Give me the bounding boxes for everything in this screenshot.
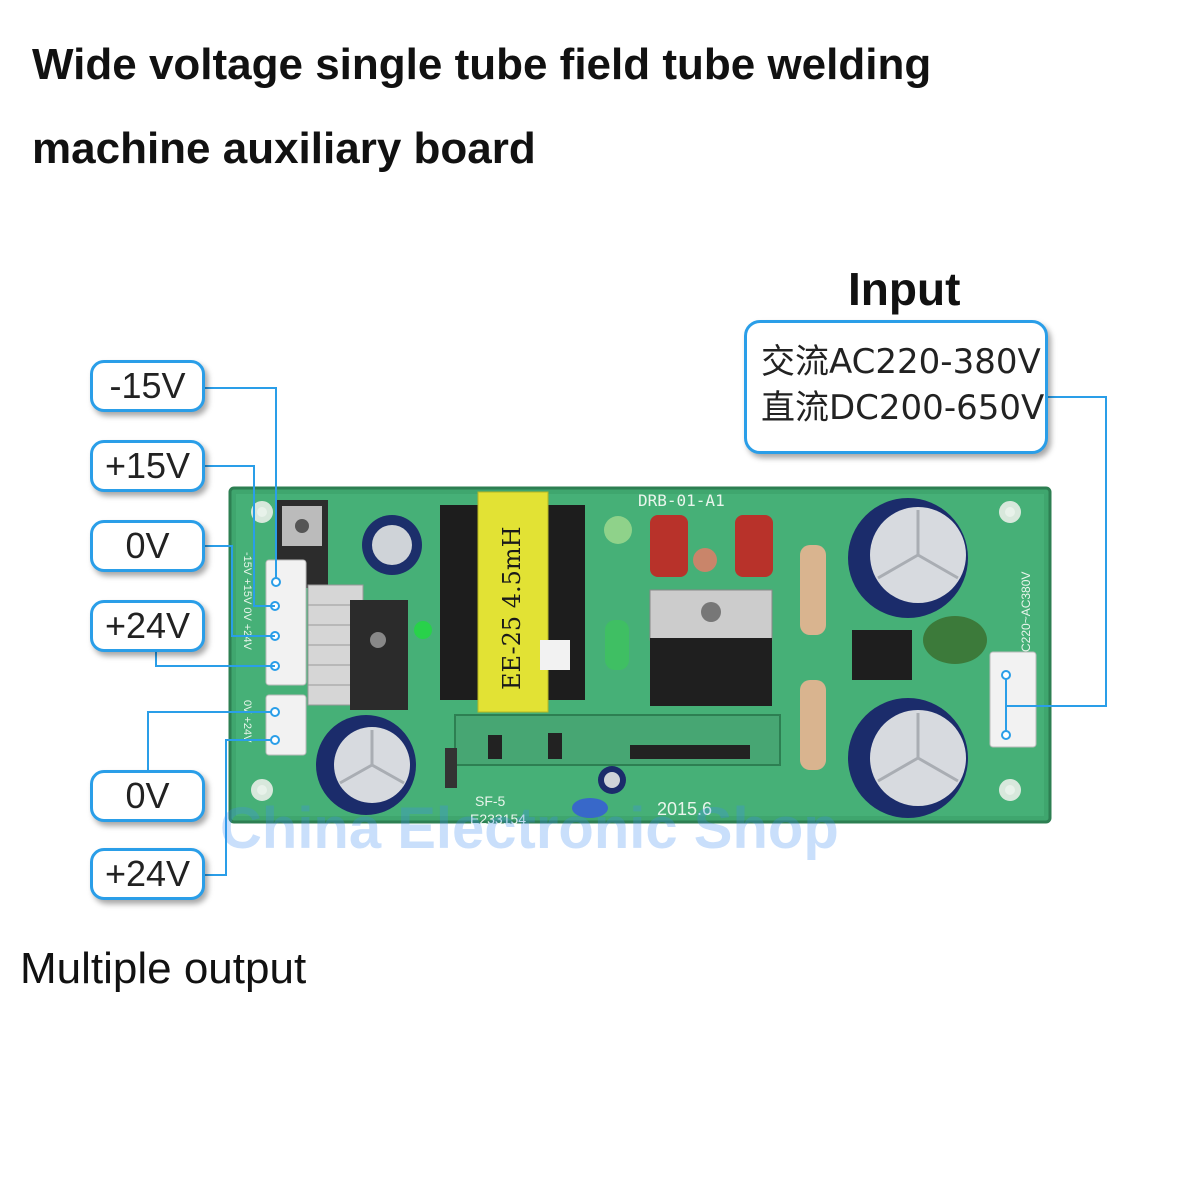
led-icon bbox=[414, 621, 432, 639]
board-pin-labels-2: 0V +24V bbox=[241, 700, 253, 743]
film-capacitor bbox=[735, 515, 773, 577]
mosfet bbox=[649, 589, 773, 706]
board-part-label: SF-5 bbox=[475, 793, 506, 809]
resistor bbox=[800, 680, 826, 770]
green-inductor bbox=[604, 516, 632, 544]
board-date-label: 2015.6 bbox=[657, 799, 712, 819]
diode bbox=[445, 748, 457, 788]
output-label-plus15v: +15V bbox=[90, 440, 205, 492]
ceramic-capacitor bbox=[693, 548, 717, 572]
output-label-plus24v: +24V bbox=[90, 600, 205, 652]
pin-dot-icon bbox=[1001, 670, 1011, 680]
bridge-rectifier bbox=[852, 630, 912, 680]
mount-hole-icon bbox=[251, 501, 273, 523]
mount-hole-icon bbox=[999, 501, 1021, 523]
mount-hole-icon bbox=[999, 779, 1021, 801]
resistor bbox=[800, 545, 826, 635]
board-model-label: DRB-01-A1 bbox=[638, 491, 725, 510]
pin-dot-icon bbox=[270, 707, 280, 717]
output-label-0v-lower: 0V bbox=[90, 770, 205, 822]
pin-dot-icon bbox=[271, 577, 281, 587]
transformer: EE-25 4.5mH bbox=[440, 491, 585, 713]
big-capacitor-top bbox=[848, 498, 968, 618]
pin-dot-icon bbox=[1001, 730, 1011, 740]
varistor bbox=[923, 616, 987, 664]
input-dc-spec: 直流DC200-650V bbox=[761, 388, 1045, 428]
big-capacitor-left bbox=[316, 715, 416, 815]
board-input-label: AC220~AC380V bbox=[1019, 572, 1033, 660]
film-capacitor bbox=[650, 515, 688, 577]
title-line-1: Wide voltage single tube field tube weld… bbox=[32, 40, 932, 89]
title-line-2: machine auxiliary board bbox=[32, 124, 536, 173]
output-label-minus15v: -15V bbox=[90, 360, 205, 412]
green-resistor bbox=[605, 620, 629, 670]
input-heading: Input bbox=[848, 263, 961, 315]
output-connector-lower bbox=[265, 694, 307, 756]
small-capacitor bbox=[362, 515, 422, 575]
heatsink bbox=[307, 584, 408, 710]
input-connector bbox=[989, 651, 1037, 748]
output-label-plus24v-lower: +24V bbox=[90, 848, 205, 900]
mount-hole-icon bbox=[251, 779, 273, 801]
input-spec-box: 交流AC220-380V 直流DC200-650V bbox=[744, 320, 1048, 454]
pin-dot-icon bbox=[270, 735, 280, 745]
board-cert-label: E233154 bbox=[470, 811, 526, 827]
output-label-0v: 0V bbox=[90, 520, 205, 572]
board-pin-labels: -15V +15V 0V +24V bbox=[241, 552, 253, 651]
callout-lines bbox=[147, 387, 1107, 876]
control-daughterboard bbox=[454, 714, 781, 794]
blue-capacitor bbox=[572, 798, 608, 818]
input-ac-spec: 交流AC220-380V bbox=[761, 342, 1041, 382]
output-heading: Multiple output bbox=[20, 944, 307, 993]
transformer-label: EE-25 4.5mH bbox=[498, 526, 526, 690]
big-capacitor-bottom bbox=[848, 698, 968, 818]
watermark-text: China Electronic Shop bbox=[220, 796, 839, 861]
